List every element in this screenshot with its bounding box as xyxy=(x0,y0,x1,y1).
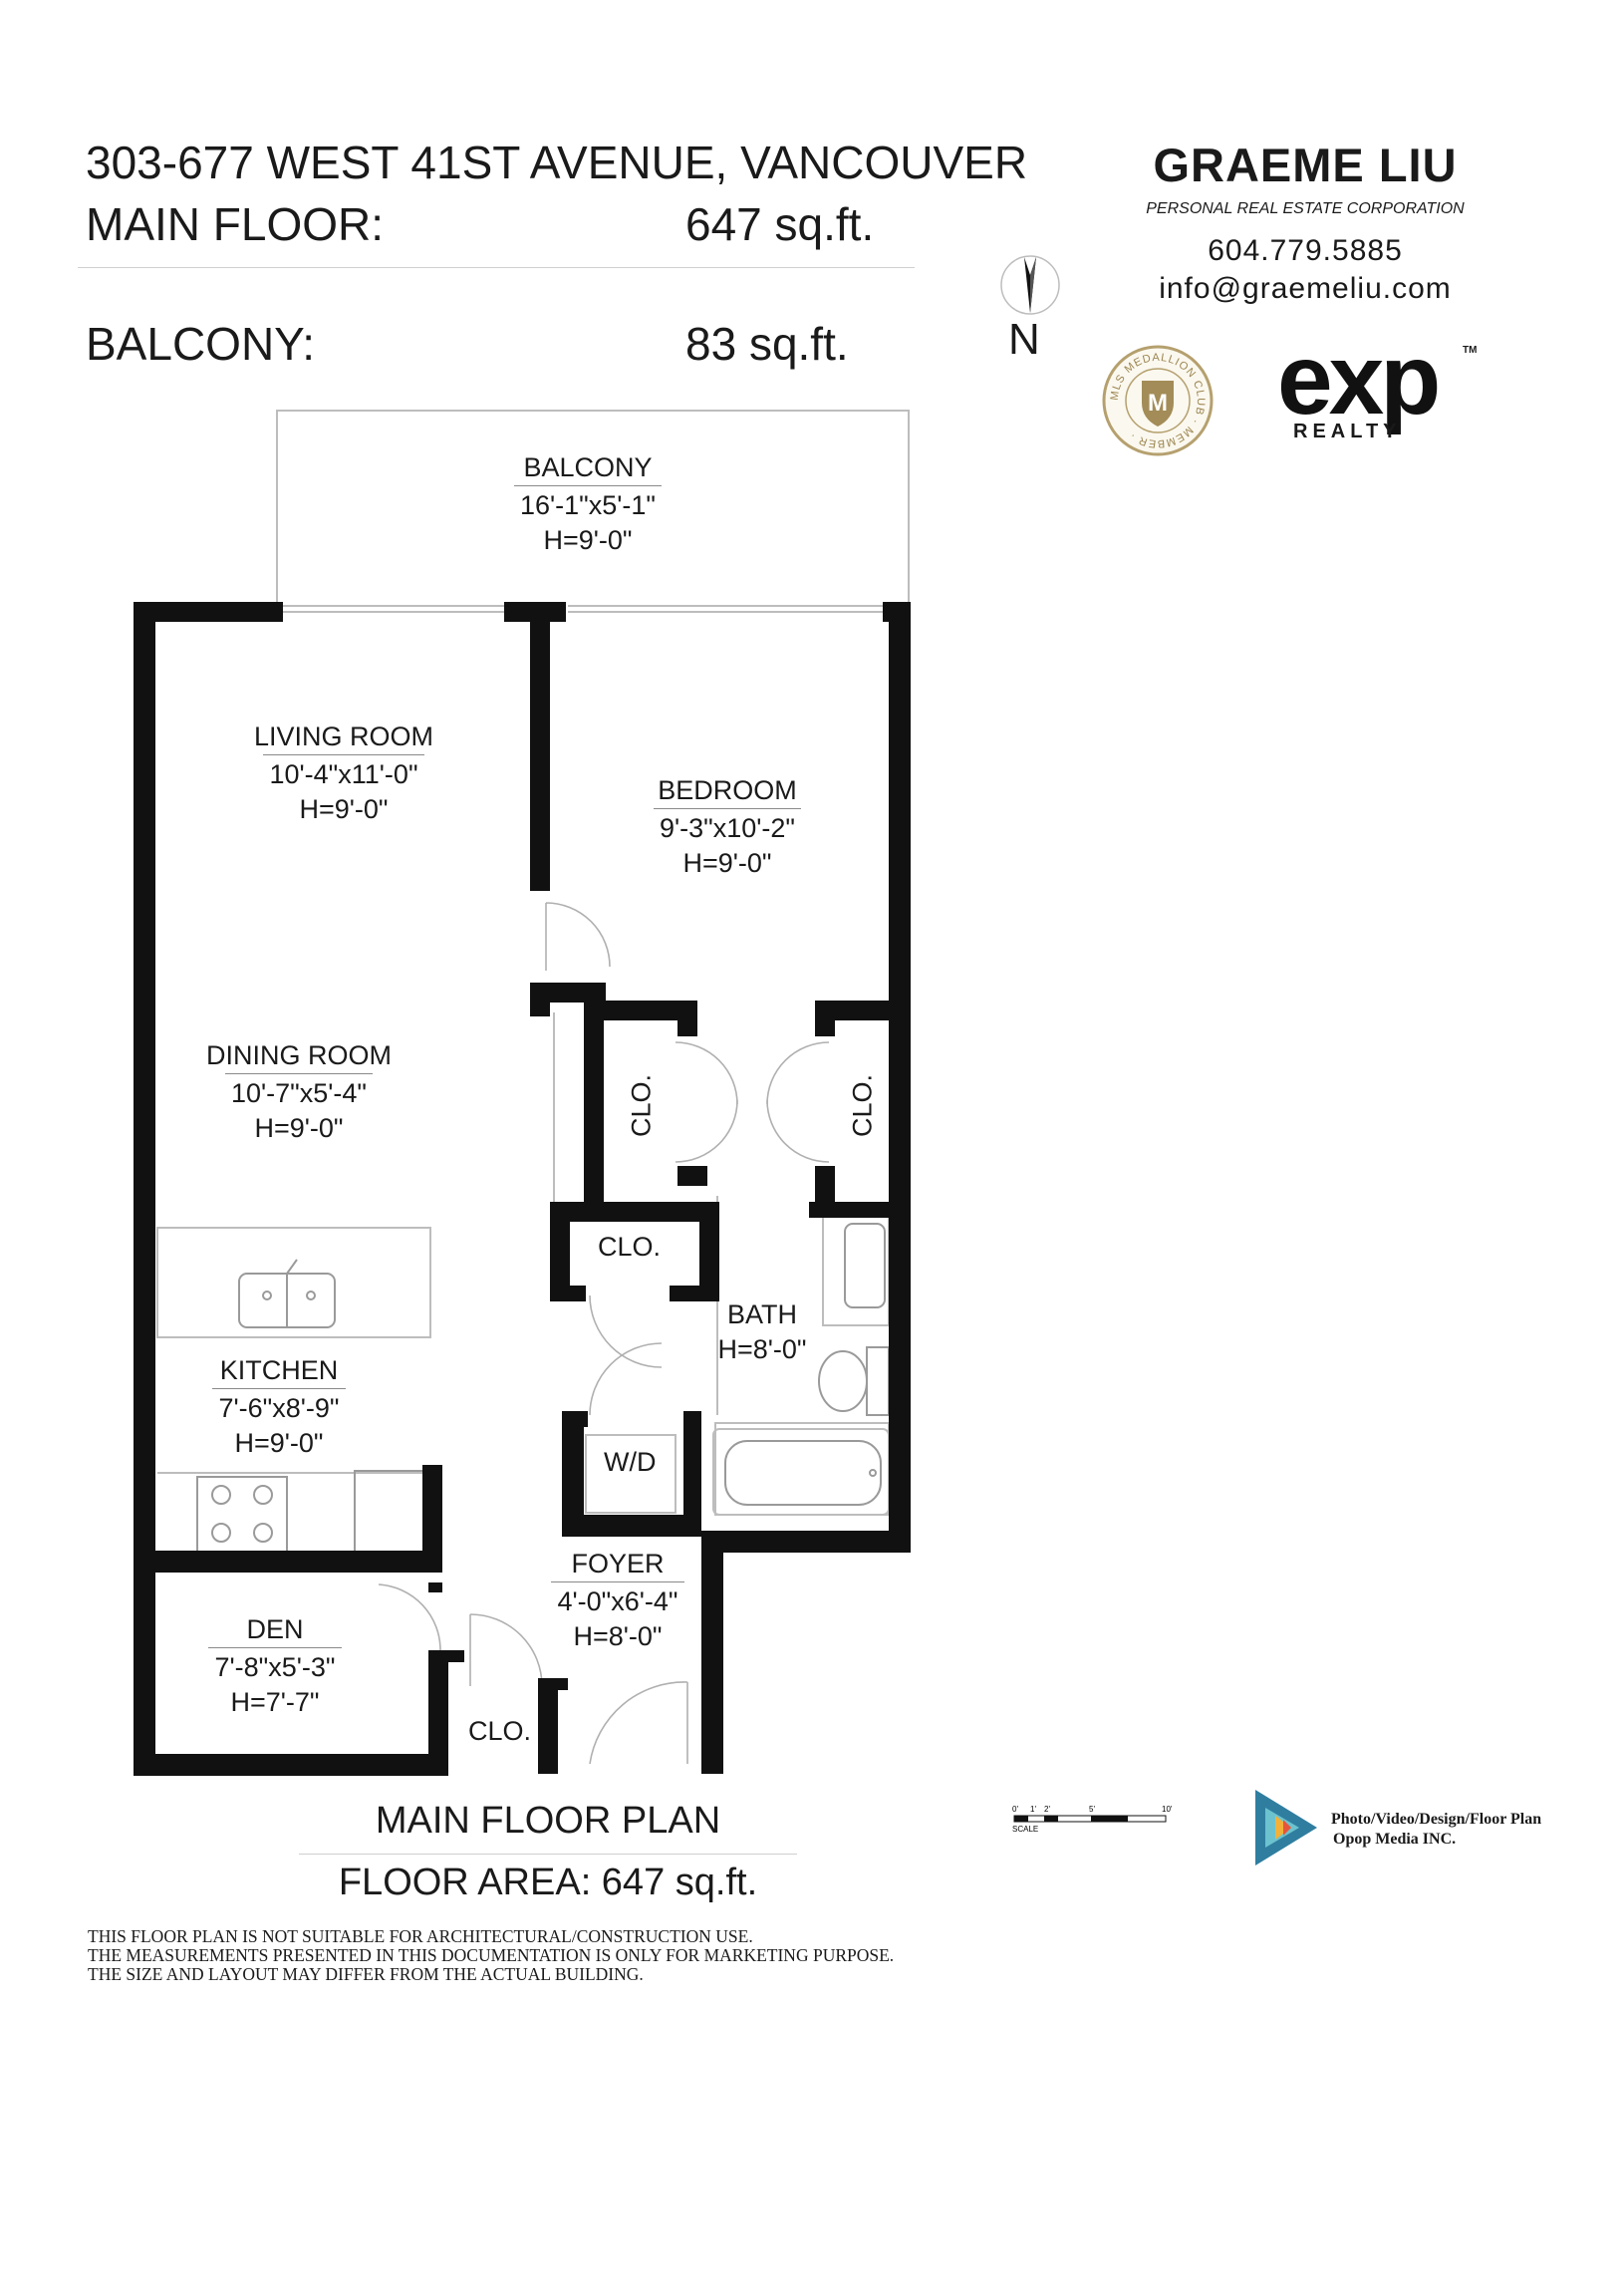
closet-label-foyer: CLO. xyxy=(468,1716,532,1746)
room-name: DEN xyxy=(246,1614,304,1644)
opop-credit: Photo/Video/Design/Floor Plan Opop Media… xyxy=(1331,1810,1541,1850)
room-dimensions: 10'-4"x11'-0" xyxy=(263,754,424,792)
bath-sink-icon xyxy=(844,1223,886,1308)
room-height: H=9'-0" xyxy=(234,1428,324,1458)
scale-label: SCALE xyxy=(1012,1825,1038,1834)
room-bedroom: BEDROOM 9'-3"x10'-2" H=9'-0" xyxy=(618,773,837,881)
exp-logo-text: exp xyxy=(1277,324,1441,435)
agent-block: GRAEME LIU PERSONAL REAL ESTATE CORPORAT… xyxy=(1136,138,1475,306)
seal-letter: M xyxy=(1148,390,1168,417)
room-name: LIVING ROOM xyxy=(253,721,434,751)
scale-tick-label: 0' xyxy=(1012,1805,1018,1814)
balcony-label: BALCONY: xyxy=(86,318,316,370)
room-height: H=9'-0" xyxy=(299,794,389,824)
bedroom-door-swing xyxy=(545,902,611,968)
floor-area-total: FLOOR AREA: 647 sq.ft. xyxy=(338,1862,758,1903)
scale-bar: 0' 1' 2' 5' 10' SCALE xyxy=(1012,1802,1182,1842)
room-name: BATH xyxy=(726,1299,797,1329)
room-balcony: BALCONY 16'-1"x5'-1" H=9'-0" xyxy=(478,450,697,558)
room-name: BALCONY xyxy=(523,452,653,482)
main-floor-label: MAIN FLOOR: xyxy=(86,198,385,250)
walls xyxy=(134,602,911,1776)
disclaimer-line: THE MEASUREMENTS PRESENTED IN THIS DOCUM… xyxy=(88,1945,895,1965)
room-den: DEN 7'-8"x5'-3" H=7'-7" xyxy=(185,1612,365,1720)
washer-dryer-box xyxy=(585,1434,676,1514)
compass-arrow-icon xyxy=(1000,255,1060,315)
den-door-swing xyxy=(378,1583,441,1651)
room-dimensions: 7'-8"x5'-3" xyxy=(208,1647,342,1685)
scale-tick-label: 5' xyxy=(1089,1805,1095,1814)
medallion-club-seal: MLS MEDALLION CLUB · MEMBER · M xyxy=(1102,345,1214,456)
room-height: H=9'-0" xyxy=(543,525,633,555)
scale-bar-icon: 0' 1' 2' 5' 10' SCALE xyxy=(1012,1805,1173,1834)
closet-label-left: CLO. xyxy=(626,1073,657,1138)
room-dining: DINING ROOM 10'-7"x5'-4" H=9'-0" xyxy=(179,1038,418,1146)
room-height: H=9'-0" xyxy=(254,1113,344,1143)
room-height: H=7'-7" xyxy=(230,1687,320,1717)
property-address: 303-677 WEST 41ST AVENUE, VANCOUVER xyxy=(86,137,1028,188)
plan-title-divider xyxy=(299,1854,797,1855)
entry-door-swing xyxy=(589,1681,688,1765)
room-name: BEDROOM xyxy=(658,775,797,805)
room-foyer: FOYER 4'-0"x6'-4" H=8'-0" xyxy=(538,1547,697,1654)
plan-title: MAIN FLOOR PLAN xyxy=(375,1800,721,1842)
closet-label-hall: CLO. xyxy=(598,1232,662,1262)
exp-trademark: TM xyxy=(1463,345,1478,356)
fridge-icon xyxy=(354,1470,427,1556)
room-height: H=9'-0" xyxy=(682,848,772,878)
header-divider xyxy=(78,267,915,268)
stove-icon xyxy=(196,1476,288,1556)
disclaimer-line: THIS FLOOR PLAN IS NOT SUITABLE FOR ARCH… xyxy=(88,1926,753,1946)
agent-phone: 604.779.5885 xyxy=(1208,234,1403,267)
room-dimensions: 16'-1"x5'-1" xyxy=(513,485,663,523)
balcony-area: 83 sq.ft. xyxy=(685,318,849,370)
washer-dryer-label: W/D xyxy=(604,1447,657,1477)
toilet-tank-icon xyxy=(866,1346,890,1416)
credit-line-1: Photo/Video/Design/Floor Plan xyxy=(1331,1811,1542,1828)
north-compass: N xyxy=(992,255,1068,367)
medallion-seal-icon: MLS MEDALLION CLUB · MEMBER · M xyxy=(1102,345,1214,456)
toilet-bowl-icon xyxy=(818,1350,868,1412)
closet-door-swing xyxy=(589,1294,663,1368)
disclaimer-line: THE SIZE AND LAYOUT MAY DIFFER FROM THE … xyxy=(88,1964,644,1984)
room-name: DINING ROOM xyxy=(206,1040,392,1070)
room-kitchen: KITCHEN 7'-6"x8'-9" H=9'-0" xyxy=(179,1353,379,1461)
scale-tick-label: 10' xyxy=(1162,1805,1173,1814)
closet-label-right: CLO. xyxy=(847,1073,878,1138)
balcony-outline xyxy=(276,410,910,612)
room-dimensions: 10'-7"x5'-4" xyxy=(224,1073,374,1111)
scale-tick-label: 1' xyxy=(1030,1805,1036,1814)
opop-media-logo xyxy=(1251,1786,1321,1869)
exp-realty-subtext: REALTY xyxy=(1293,421,1402,442)
main-floor-area: 647 sq.ft. xyxy=(685,198,875,250)
room-dimensions: 7'-6"x8'-9" xyxy=(212,1388,346,1426)
compass-north-label: N xyxy=(1008,315,1040,364)
room-living: LIVING ROOM 10'-4"x11'-0" H=9'-0" xyxy=(229,719,458,827)
agent-corporation: PERSONAL REAL ESTATE CORPORATION xyxy=(1146,200,1465,217)
credit-line-2: Opop Media INC. xyxy=(1333,1831,1457,1848)
scale-tick-label: 2' xyxy=(1044,1805,1050,1814)
agent-email: info@graemeliu.com xyxy=(1159,272,1452,305)
exp-realty-logo: exp TM REALTY xyxy=(1277,324,1487,460)
room-height: H=8'-0" xyxy=(717,1334,807,1364)
bath-door-swing xyxy=(589,1342,663,1416)
room-name: KITCHEN xyxy=(219,1355,339,1385)
room-dimensions: 4'-0"x6'-4" xyxy=(551,1581,684,1619)
kitchen-island xyxy=(156,1227,431,1338)
room-name: FOYER xyxy=(571,1549,665,1578)
opop-logo-icon xyxy=(1255,1790,1317,1866)
room-height: H=8'-0" xyxy=(573,1621,663,1651)
agent-name: GRAEME LIU xyxy=(1153,139,1458,191)
tub-icon xyxy=(724,1440,882,1506)
room-bath: BATH H=8'-0" xyxy=(697,1297,827,1367)
disclaimer: THIS FLOOR PLAN IS NOT SUITABLE FOR ARCH… xyxy=(88,1927,894,1984)
room-dimensions: 9'-3"x10'-2" xyxy=(653,808,802,846)
